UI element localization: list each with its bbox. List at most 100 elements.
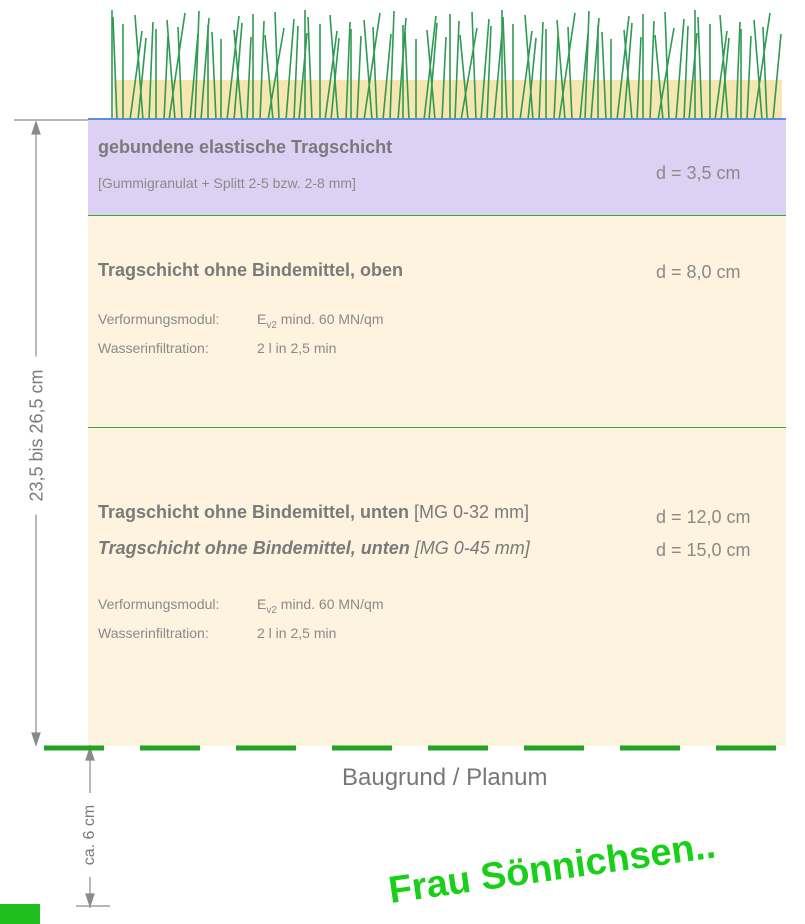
grass-fiber	[579, 33, 589, 121]
grass-fiber	[177, 26, 183, 121]
grass-fiber	[168, 12, 186, 121]
grass-fiber	[753, 12, 771, 121]
elastic-layer-title: gebundene elastische Tragschicht	[98, 137, 393, 157]
grass-fiber	[189, 33, 199, 121]
grass-fiber	[664, 11, 670, 121]
turf-base-line	[88, 118, 786, 121]
grass-fiber	[735, 21, 741, 121]
lower-base-thickness-2: d = 15,0 cm	[656, 540, 751, 560]
grass-fibers	[111, 10, 782, 121]
grass-fiber	[616, 15, 630, 121]
artificial-turf	[111, 10, 782, 121]
grass-fiber	[601, 31, 607, 121]
lower-base-prop-label-1: Verformungsmodul:	[98, 596, 220, 612]
lower-base-prop-label-2: Wasserinfiltration:	[98, 625, 209, 641]
grass-fiber	[649, 20, 655, 121]
upper-base-prop-label-1: Verformungsmodul:	[98, 311, 220, 327]
grass-fiber	[345, 21, 351, 121]
grass-fiber	[683, 25, 689, 121]
grass-fiber	[211, 31, 217, 121]
grass-fiber	[226, 15, 240, 121]
layer-lower-base	[88, 428, 786, 746]
grass-fiber	[264, 34, 274, 121]
separator-line	[88, 427, 786, 429]
grass-fiber	[233, 29, 243, 121]
grass-fiber	[246, 36, 252, 121]
total-thickness-label: 23,5 bis 26,5 cm	[26, 356, 48, 515]
grass-fiber	[753, 19, 763, 121]
grass-fiber	[112, 16, 118, 121]
grass-fiber	[762, 26, 768, 121]
grass-fiber	[454, 20, 460, 121]
grass-fiber	[623, 29, 633, 121]
grass-fiber	[471, 11, 477, 121]
grass-fiber	[307, 16, 313, 121]
grass-fiber	[428, 22, 438, 121]
elastic-layer-thickness: d = 3,5 cm	[656, 163, 741, 183]
grass-fiber	[267, 27, 285, 121]
grass-fiber	[556, 19, 566, 121]
grass-fiber	[493, 32, 503, 121]
grass-fiber	[163, 35, 169, 121]
grass-fiber	[363, 12, 381, 121]
grass-fiber	[538, 21, 544, 121]
grass-fiber	[553, 35, 559, 121]
grass-fiber	[584, 10, 590, 121]
grass-fiber	[285, 18, 295, 121]
subgrade-depth-label: ca. 6 cm	[81, 793, 99, 877]
grass-fiber	[502, 16, 508, 121]
grass-fiber	[657, 27, 675, 121]
grass-fiber	[480, 18, 490, 121]
grass-fiber	[524, 14, 534, 121]
grass-fiber	[329, 14, 339, 121]
lower-base-title-2: Tragschicht ohne Bindemittel, unten [MG …	[98, 538, 530, 558]
grass-fiber	[148, 21, 154, 121]
grass-fiber	[194, 10, 200, 121]
grass-fiber	[363, 19, 373, 121]
grass-fiber	[166, 19, 176, 121]
grass-fiber	[274, 11, 280, 121]
grass-fiber	[697, 16, 703, 121]
green-marker	[0, 904, 40, 924]
grass-fiber	[654, 34, 664, 121]
turf-infill	[114, 80, 782, 120]
grass-fiber	[675, 18, 685, 121]
grass-fiber	[389, 10, 395, 121]
lower-base-prop-value-1: Ev2 mind. 60 MN/qm	[257, 596, 384, 616]
grass-fiber	[459, 34, 469, 121]
grass-fiber	[382, 33, 392, 121]
lower-base-thickness-1: d = 12,0 cm	[656, 507, 751, 527]
grass-fiber	[486, 25, 492, 121]
upper-base-thickness: d = 8,0 cm	[656, 262, 741, 282]
grass-fiber	[558, 12, 576, 121]
grass-fiber	[636, 36, 642, 121]
grass-fiber	[746, 35, 752, 121]
grass-fiber	[441, 36, 447, 121]
separator-line	[88, 215, 786, 217]
grass-fiber	[293, 25, 299, 121]
grass-fiber	[772, 33, 782, 121]
grass-fiber	[714, 30, 728, 121]
grass-fiber	[527, 37, 537, 121]
grass-fiber	[567, 26, 573, 121]
grass-fiber	[372, 26, 378, 121]
elastic-layer-material: [Gummigranulat + Splitt 2-5 bzw. 2-8 mm]	[98, 175, 356, 191]
upper-base-prop-value-1: Ev2 mind. 60 MN/qm	[257, 311, 384, 331]
grass-fiber	[137, 37, 147, 121]
grass-fiber	[129, 30, 143, 121]
grass-fiber	[460, 27, 478, 121]
grass-fiber	[356, 35, 362, 121]
grass-fiber	[719, 14, 729, 121]
grass-fiber	[134, 14, 144, 121]
grass-fiber	[324, 30, 338, 121]
upper-base-prop-value-2: 2 l in 2,5 min	[257, 340, 337, 356]
upper-base-title: Tragschicht ohne Bindemittel, oben	[98, 260, 404, 280]
layer-upper-base	[88, 216, 786, 427]
grass-fiber	[426, 29, 436, 121]
subgrade-label: Baugrund / Planum	[342, 764, 548, 791]
lower-base-title-1: Tragschicht ohne Bindemittel, unten [MG …	[98, 502, 530, 522]
lower-base-prop-value-2: 2 l in 2,5 min	[257, 625, 337, 641]
layer-elastic-base	[88, 120, 786, 215]
upper-base-prop-label-2: Wasserinfiltration:	[98, 340, 209, 356]
grass-fiber	[259, 20, 265, 121]
